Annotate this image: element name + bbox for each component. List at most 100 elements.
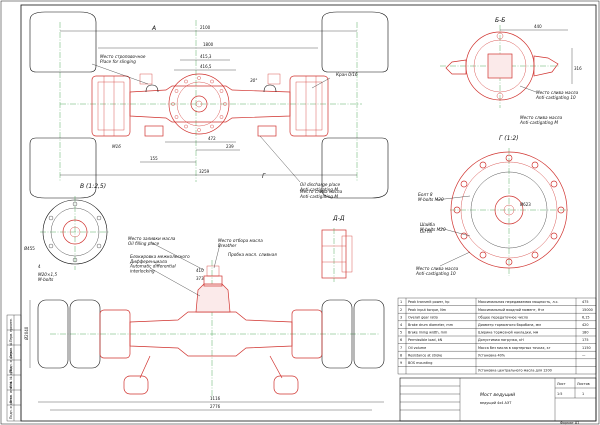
spec-cell-en: Peak input torque, Nm	[408, 308, 447, 312]
spec-cell-en: Brake lining width, mm	[408, 331, 448, 335]
v-outer-flange	[42, 199, 108, 265]
stamp-line-3: Подп. и дата	[9, 351, 13, 373]
title-scale-value: 1:5	[557, 392, 562, 396]
dim-1800: 1800	[203, 42, 214, 47]
note-angle-30: 30°	[250, 78, 257, 83]
g-bolt-holes	[453, 154, 565, 266]
spec-cell-n: 2	[400, 308, 402, 312]
spec-cell-ru: Установка центрального масла для 1200	[478, 369, 552, 373]
differential-housing	[168, 73, 230, 135]
dim-316: 316	[574, 66, 582, 71]
dim-4165: 416,5	[200, 64, 212, 69]
spec-cell-val: 420	[582, 323, 588, 327]
view-b-b-label: Б-Б	[495, 17, 505, 24]
sling-hook-right	[263, 84, 277, 93]
top-dimension-lines	[60, 30, 357, 176]
spec-cell-ru: Ширина тормозной накладки, мм	[478, 331, 539, 335]
title-block: Мост ведущий ведущий 4х4 АЭТ Лист Листов…	[399, 377, 597, 425]
dim-1116: 1116	[210, 396, 221, 401]
spec-cell-n: 5	[400, 331, 402, 335]
spec-cell-en: Permissible load, kN	[408, 338, 443, 342]
left-tire-top	[29, 11, 97, 73]
spec-cell-n: 1	[400, 300, 402, 304]
title-sheet-value: 1	[582, 392, 584, 396]
dim-3259: 3259	[199, 169, 210, 174]
drawing-border	[20, 4, 597, 422]
note-oil-drain-plug: Пробка масл. сливная	[228, 252, 277, 257]
view-a-label: А	[151, 25, 156, 32]
dim-440: 440	[534, 24, 542, 29]
spring-pad-right	[257, 125, 277, 137]
view-bottom-axle-front: 1116 2776 Ø2040 410 373 Место заливки ма…	[24, 236, 385, 411]
spec-cell-val: 180	[582, 331, 588, 335]
spec-cell-n: 3	[400, 315, 402, 319]
dim-2100: 2100	[200, 25, 211, 30]
b-b-pinion-left	[445, 59, 467, 75]
view-d-d-section: Д-Д	[321, 215, 353, 282]
spec-cell-n: 8	[400, 353, 402, 357]
stamp-line-5: Взам. инв. №	[9, 381, 13, 403]
spec-cell-val: 15000	[582, 308, 593, 312]
bottom-suspension	[139, 355, 283, 379]
spec-cell-ru: Допустимая нагрузка, кН	[478, 338, 524, 342]
bottom-left-tire-outer	[37, 299, 69, 369]
dim-239: 239	[226, 144, 234, 149]
dim-455: Ø455	[24, 246, 35, 251]
stamp-line-6: Подп. и дата	[9, 397, 13, 419]
spec-cell-val: 1150	[582, 346, 591, 350]
spec-cell-ru: Диаметр тормозного барабана, мм	[478, 323, 541, 327]
title-subname: ведущий 4х4 АЭТ	[480, 401, 512, 405]
dim-4: 4	[38, 264, 41, 269]
right-tire-top	[321, 11, 389, 73]
dim-410: 410	[196, 268, 204, 273]
bottom-left-bracket-wheel	[123, 375, 149, 395]
diff-bolts	[171, 76, 227, 132]
left-tire-bottom	[29, 137, 97, 199]
spec-cell-ru: Масса без масла в картерных точках, кг	[478, 346, 551, 350]
spec-cell-en: Brake drum diameter, mm	[408, 323, 454, 327]
spec-cell-en: BOS mounting	[408, 361, 432, 365]
spec-cell-ru: Максимальная передаваемая мощность, л.с.	[478, 300, 559, 304]
right-tire-bottom	[321, 137, 389, 199]
dim-2776: 2776	[210, 404, 221, 409]
dim-623: Ø623	[520, 202, 531, 207]
view-a-top-axle: А	[29, 11, 389, 199]
note-m16: М16	[112, 144, 121, 149]
title-name: Мост ведущий	[480, 392, 515, 398]
spec-cell-n: 7	[400, 346, 402, 350]
view-v-label: В (1:2,5)	[80, 183, 106, 190]
stamp-line-4: Инв. № дубл.	[9, 366, 13, 388]
dim-373: 373	[196, 276, 204, 281]
view-g-label: Г (1:2)	[499, 135, 519, 142]
view-dd-label: Д-Д	[332, 215, 345, 222]
bottom-right-tire-outer	[353, 299, 385, 369]
note-g-oil-fill: Oil fill	[420, 229, 433, 234]
note-kran: Кран 0/16	[336, 72, 358, 77]
sling-hook-left	[145, 84, 159, 93]
spec-cell-ru: Максимальный входной момент, Н·м	[478, 308, 544, 312]
spec-cell-val: 6,15	[582, 315, 590, 319]
side-stamp: Перв. примен. Справ. № Подп. и дата Инв.…	[6, 314, 22, 422]
spec-cell-val: —	[582, 353, 586, 357]
spec-cell-en: Oil volume	[408, 346, 426, 350]
bottom-diff-carrier	[195, 283, 231, 313]
dim-472: 472	[208, 136, 216, 141]
spec-cell-val: 175	[582, 338, 588, 342]
spec-cell-ru: Общее передаточное число	[478, 315, 528, 319]
stamp-line-1: Перв. примен.	[9, 318, 13, 342]
